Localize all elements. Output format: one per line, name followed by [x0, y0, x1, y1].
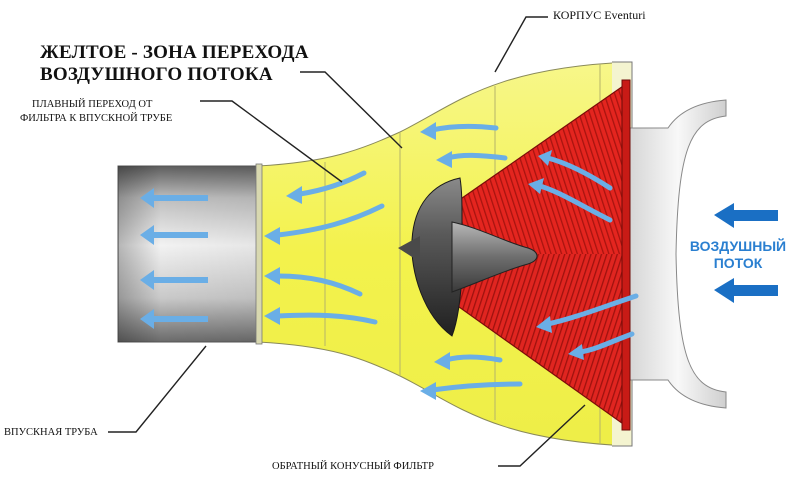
smooth-transition-label-line2: ФИЛЬТРА К ВПУСКНОЙ ТРУБЕ: [20, 113, 173, 124]
leader-yellow-zone: [300, 71, 403, 149]
incoming-airflow-arrows: [714, 203, 778, 303]
airflow-label-line2: ПОТОК: [713, 255, 763, 271]
intake-pipe-label: ВПУСКНАЯ ТРУБА: [4, 427, 98, 438]
leader-intake-pipe: [108, 345, 207, 433]
arrow-left-icon: [140, 188, 208, 208]
arrow-left-icon: [140, 309, 208, 329]
arrow-left-icon: [714, 278, 778, 303]
leader-filter: [498, 404, 586, 467]
smooth-transition-label-line1: ПЛАВНЫЙ ПЕРЕХОД ОТ: [32, 99, 153, 110]
leader-smooth-transition: [200, 100, 343, 183]
airflow-label-line1: ВОЗДУШНЫЙ: [689, 238, 787, 254]
housing-label: КОРПУС Eventuri: [553, 8, 646, 22]
pipe-flow-arrows: [140, 188, 208, 329]
airflow-label: ВОЗДУШНЫЙ ПОТОК: [679, 238, 797, 272]
filter-nose-cone: [398, 177, 538, 337]
yellow-zone-label-line2: ВОЗДУШНОГО ПОТОКА: [40, 64, 273, 85]
transition-flow-arrowheads: [264, 122, 584, 400]
filter-label: ОБРАТНЫЙ КОНУСНЫЙ ФИЛЬТР: [272, 461, 434, 472]
transition-flow-arrows: [275, 123, 639, 393]
reverse-cone-filter: [451, 79, 631, 431]
arrow-left-icon: [140, 225, 208, 245]
yellow-zone-label-line1: ЖЕЛТОЕ - ЗОНА ПЕРЕХОДА: [40, 42, 309, 63]
leader-housing: [494, 16, 548, 73]
arrow-left-icon: [140, 270, 208, 290]
velocity-stack-bell: [629, 99, 727, 409]
leader-lines: [108, 16, 586, 467]
arrow-left-icon: [714, 203, 778, 228]
